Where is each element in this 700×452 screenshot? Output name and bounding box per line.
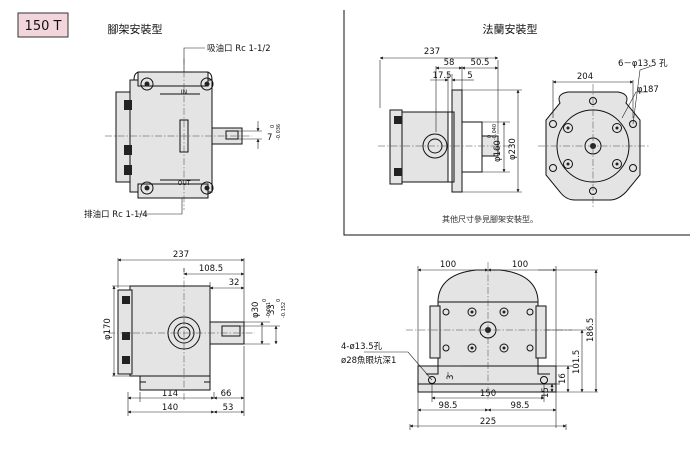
foot-base <box>139 375 211 391</box>
shaft-diameter: φ30 <box>251 302 261 318</box>
key-width-tol-plus: 0 <box>270 125 276 128</box>
flange-holes-label: 6－φ13.5 孔 <box>618 59 668 69</box>
end-dim-98-5-right: 98.5 <box>511 401 530 411</box>
flange-160-tol-plus: 0 <box>487 135 493 138</box>
end-view-bolts <box>442 307 534 353</box>
discharge-port-label: 排油口 Rc 1-1/4 <box>84 209 148 220</box>
end-dim-16: 16 <box>558 373 568 384</box>
flange-mount-title: 法蘭安裝型 <box>483 22 538 36</box>
end-holes-label: 4-ø13.5孔 <box>341 342 383 352</box>
flange-note: 其他尺寸參見腳架安裝型。 <box>442 214 538 224</box>
end-dim-150: 150 <box>480 389 496 399</box>
flange-face-view: 204 6－φ13.5 孔 φ187 <box>538 59 668 208</box>
key-height-tol-plus: 0 <box>276 299 282 302</box>
flange-bolts <box>563 123 622 169</box>
end-dim-100-right: 100 <box>512 260 528 270</box>
foot-dim-114: 114 <box>162 389 178 399</box>
end-dim-186-5: 186.5 <box>586 318 596 342</box>
foot-dim-53: 53 <box>223 403 234 413</box>
end-dim-101-5: 101.5 <box>572 350 582 374</box>
flange-dim-204: 204 <box>577 72 593 82</box>
flange-overall-length: 237 <box>424 47 440 57</box>
foot-dim-66: 66 <box>221 389 232 399</box>
flange-dim-230: φ230 <box>508 138 518 160</box>
end-dim-15: 15 <box>541 387 551 398</box>
flange-dim-50-5: 50.5 <box>471 58 490 68</box>
model-badge-text: 150 T <box>25 19 62 34</box>
flange-pump-body <box>399 111 449 183</box>
foot-overall-length: 237 <box>173 250 189 260</box>
flange-dim-5: 5 <box>467 71 472 81</box>
key-width-tol-minus: -0.036 <box>276 124 282 140</box>
flange-dim-17-5: 17.5 <box>433 71 452 81</box>
foot-mount-title: 腳架安裝型 <box>108 22 163 36</box>
flange-dim-58: 58 <box>444 58 455 68</box>
foot-side-view: 237 108.5 32 φ170 φ30 0 -0.021 33 0 -0.1… <box>103 250 287 416</box>
flange-side-view: 237 58 50.5 17.5 5 φ160 0 -0.040 φ230 <box>378 47 522 193</box>
end-dim-100-left: 100 <box>440 260 456 270</box>
foot-dim-170: φ170 <box>103 318 113 340</box>
foot-dim-108-5: 108.5 <box>199 264 223 274</box>
end-dim-225: 225 <box>480 417 496 427</box>
suction-port-label: 吸油口 Rc 1-1/2 <box>207 43 271 54</box>
foot-pump-body <box>129 285 211 377</box>
model-badge: 150 T <box>17 12 69 38</box>
mount-ears <box>140 77 214 195</box>
shaft-tol-plus: 0 <box>262 299 268 302</box>
flange-160-tol-minus: -0.040 <box>492 124 498 140</box>
key-height: 33 <box>267 304 277 315</box>
foot-dim-32: 32 <box>229 278 240 288</box>
end-counterbore-label: ø28魚眼坑深1 <box>341 355 396 366</box>
flange-pcd-label: φ187 <box>637 85 659 95</box>
foot-dim-140: 140 <box>162 403 178 413</box>
foot-end-view: 100 100 4-ø13.5孔 ø28魚眼坑深1 3 150 98.5 98.… <box>341 260 598 430</box>
flange-section-frame <box>343 10 690 236</box>
end-dim-3: 3 <box>446 375 456 380</box>
key-height-tol-minus: -0.152 <box>281 302 287 318</box>
shaft-tol-minus: -0.021 <box>266 302 272 318</box>
end-dim-98-5-left: 98.5 <box>439 401 458 411</box>
end-cap <box>115 91 131 183</box>
key-width-value: 7 <box>267 133 272 143</box>
foot-mount-top-view: IN OUT 吸油口 Rc 1-1/2 排油口 Rc 1-1/4 7 0 -0.… <box>84 43 282 220</box>
flange-dim-160: φ160 <box>493 140 503 162</box>
